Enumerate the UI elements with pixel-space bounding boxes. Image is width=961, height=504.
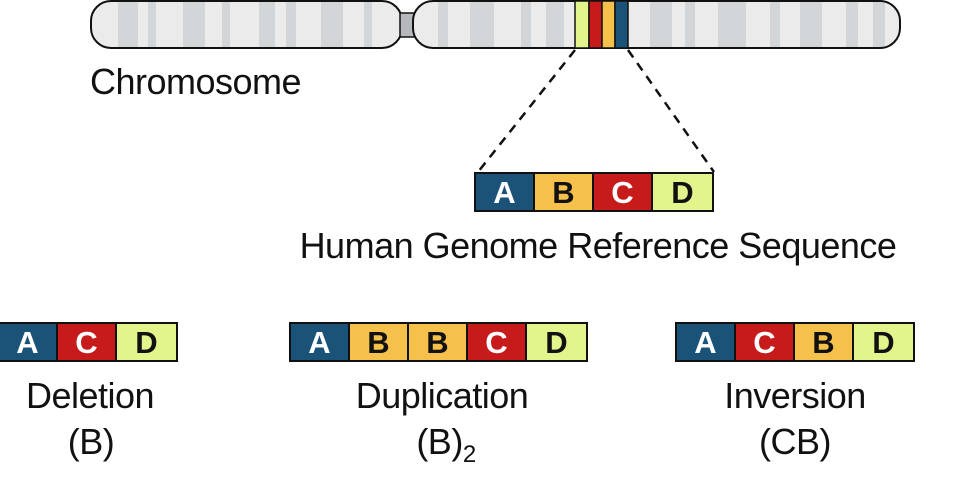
segment-d: D [117, 324, 176, 360]
segment-d: D [854, 324, 913, 360]
chromosome-label: Chromosome [90, 61, 302, 102]
segment-c: C [58, 324, 117, 360]
segment-b: B [535, 174, 594, 210]
inversion-label: Inversion [724, 375, 866, 416]
chromosome-left-arm [90, 0, 403, 49]
segment-a: A [0, 324, 58, 360]
segment-c: C [736, 324, 795, 360]
segment-a: A [476, 174, 535, 210]
segment-b: B [350, 324, 409, 360]
segment-c: C [468, 324, 527, 360]
deletion-notation: (B) [68, 422, 115, 462]
duplication-notation-subscript: 2 [462, 441, 476, 468]
segment-a: A [291, 324, 350, 360]
segment-d: D [653, 174, 712, 210]
chromosome-right-arm [412, 0, 901, 49]
chromosome-highlight-region [574, 0, 629, 49]
duplication-label: Duplication [355, 375, 529, 416]
segment-b: B [795, 324, 854, 360]
segment-c: C [594, 174, 653, 210]
segment-a: A [677, 324, 736, 360]
deletion-notation-text: (B) [67, 421, 115, 462]
duplication-notation: (B)2 [416, 421, 476, 467]
duplication-notation-text: (B) [416, 421, 463, 462]
zoom-line-right [626, 49, 716, 173]
zoom-line-left [477, 49, 576, 173]
segment-d: D [527, 324, 586, 360]
inversion-notation: (CB) [759, 421, 832, 462]
chromosome-diagram [90, 0, 901, 173]
segment-b: B [409, 324, 468, 360]
deletion-label: Deletion [25, 375, 155, 416]
inversion-notation-text: (CB) [759, 421, 832, 462]
reference-label: Human Genome Reference Sequence [299, 225, 897, 266]
